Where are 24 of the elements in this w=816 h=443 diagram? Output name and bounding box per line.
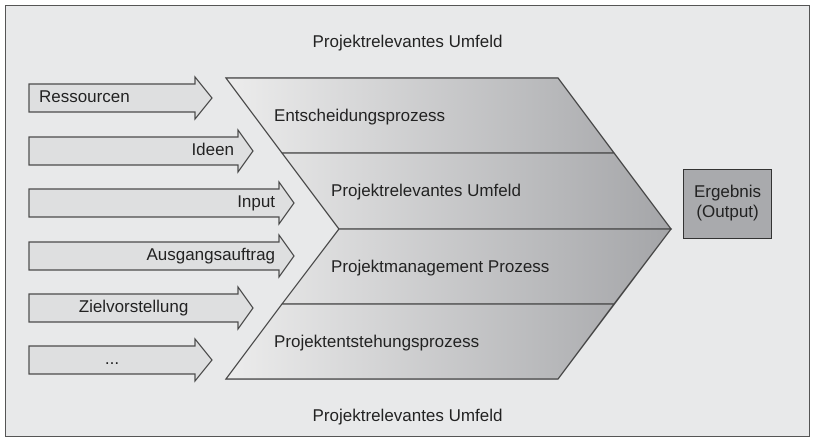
- process-band: [282, 153, 671, 229]
- input-label: Zielvorstellung: [78, 297, 190, 317]
- input-tag: [29, 287, 253, 329]
- environment-frame: [5, 5, 810, 437]
- band-label: Entscheidungsprozess: [274, 106, 446, 126]
- band-label: Projektentstehungsprozess: [274, 332, 480, 352]
- input-tag: [29, 339, 212, 381]
- input-label: Ideen: [190, 140, 234, 160]
- frame-title: Projektrelevantes Umfeld: [312, 32, 504, 52]
- input-tag: [29, 77, 212, 119]
- input-label: Ausgangsauftrag: [145, 245, 275, 265]
- frame-title: Projektrelevantes Umfeld: [312, 406, 504, 426]
- input-label: Ressourcen: [39, 87, 131, 107]
- input-tag: [29, 182, 294, 224]
- input-tag: [29, 235, 294, 277]
- process-band: [282, 229, 671, 304]
- input-label: Input: [236, 192, 275, 212]
- process-band: [226, 304, 614, 379]
- band-label: Projektrelevantes Umfeld: [331, 181, 521, 201]
- result-box: [683, 169, 772, 239]
- input-label: ...: [104, 349, 120, 369]
- result-label: Ergebnis (Output): [692, 182, 762, 222]
- band-label: Projektmanagement Prozess: [331, 256, 550, 276]
- input-tag: [29, 130, 253, 172]
